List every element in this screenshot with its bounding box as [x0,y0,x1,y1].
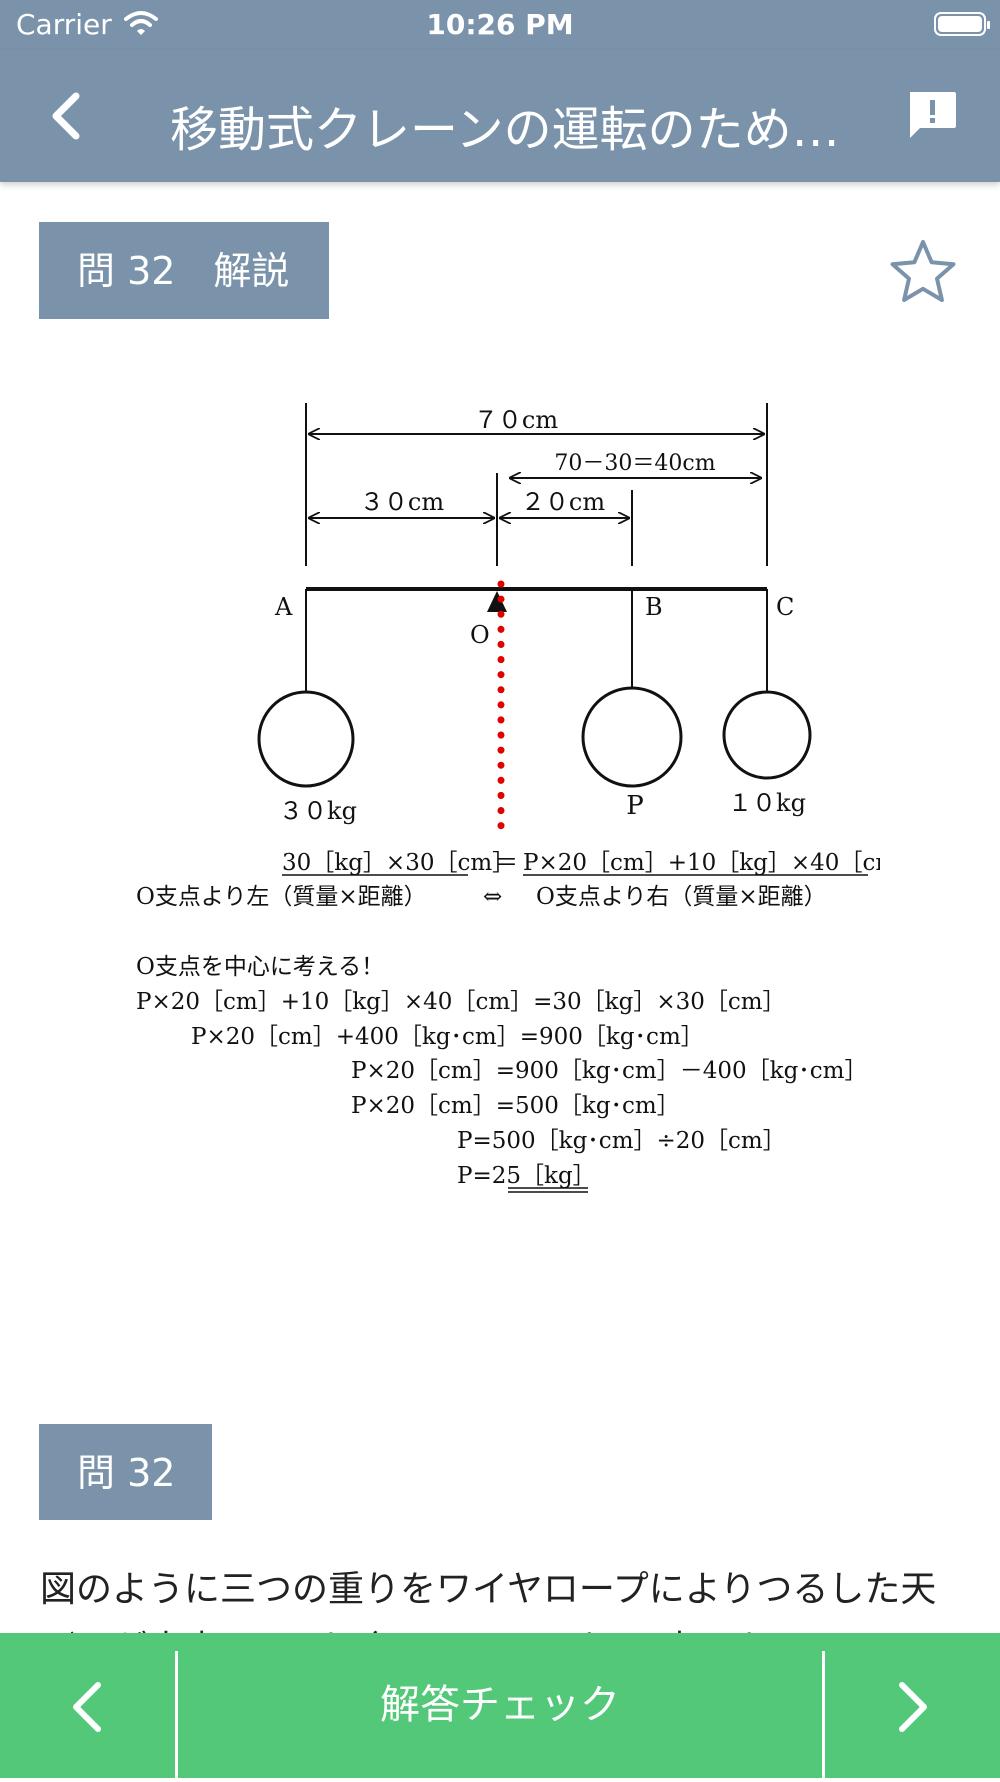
page-title: 移動式クレーンの運転のために必要な力学に関する知識 [170,102,885,158]
status-bar: Carrier 10:26 PM [0,0,1000,50]
label-a: A [274,593,293,621]
label-b: B [645,593,663,621]
dim-mid-label: ２０cm [521,488,605,516]
calc-line: P=25［kg］ [457,1163,596,1189]
weight-c-label: １０kg [728,789,806,817]
explanation-badge: 問 32 解説 [39,222,329,319]
report-icon [910,92,956,138]
description-left: O支点より左（質量×距離） [136,884,427,910]
carrier-label: Carrier [16,8,112,41]
bookmark-button[interactable] [888,238,958,304]
dim-left-label: ３０cm [360,488,444,516]
label-c: C [776,593,794,621]
answer-check-button[interactable]: 解答チェック [380,1682,620,1728]
description-arrow: ⇔ [483,884,502,910]
next-button[interactable] [824,1633,1000,1778]
calc-line: P=500［kg･cm］÷20［cm］ [457,1128,786,1154]
calc-line: P×20［cm］+400［kg･cm］=900［kg･cm］ [191,1024,704,1050]
back-button[interactable] [40,88,96,144]
bottom-bar: 解答チェック [0,1633,1000,1778]
star-outline-icon [890,240,956,302]
wifi-icon [124,10,158,40]
chevron-right-icon [899,1682,927,1732]
explanation-diagram: ７０cm 70－30＝40cm ３０cm ２０cm A O B C ３０kg P… [136,403,880,1193]
battery-icon [934,12,990,36]
label-o: O [470,621,490,649]
dim-diff-label: 70－30＝40cm [554,451,715,476]
divider [822,1651,825,1778]
chevron-left-icon [52,92,80,140]
calc-line: P×20［cm］=500［kg･cm］ [351,1093,680,1119]
calc-line: P×20［cm］=900［kg･cm］－400［kg･cm］ [351,1058,867,1084]
nav-bar: 移動式クレーンの運転のために必要な力学に関する知識 [0,50,1000,182]
equation-right: P×20［cm］+10［kg］×40［cm］ [523,850,880,876]
status-time: 10:26 PM [426,8,574,41]
chevron-left-icon [73,1682,101,1732]
report-button[interactable] [904,88,960,144]
equation-sign: ＝ [495,850,518,876]
calc-line: O支点を中心に考える！ [136,954,384,980]
dim-total-label: ７０cm [474,406,558,434]
weight-b-label: P [626,791,644,821]
equation-left: 30［kg］×30［cm］ [282,850,515,876]
divider [175,1651,178,1778]
calc-line: P×20［cm］+10［kg］×40［cm］=30［kg］×30［cm］ [136,989,786,1015]
question-badge: 問 32 [39,1424,212,1520]
weight-a-label: ３０kg [279,797,357,825]
previous-button[interactable] [0,1633,176,1778]
description-right: O支点より右（質量×距離） [536,884,827,910]
